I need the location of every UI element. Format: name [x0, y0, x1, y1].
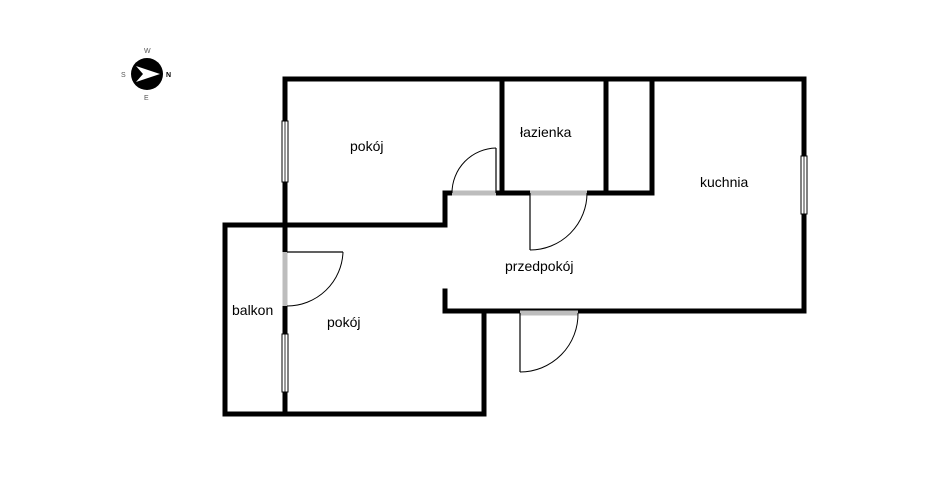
compass-arrow-icon: [136, 66, 160, 82]
room-label-przedpokoj: przedpokój: [505, 258, 574, 274]
window-pokoj-top: [281, 120, 289, 183]
door-swings: [286, 147, 588, 373]
door-pokoj-top: [451, 147, 497, 194]
room-label-kuchnia: kuchnia: [700, 174, 748, 190]
compass: N S W E: [121, 48, 171, 102]
compass-south: S: [121, 72, 126, 79]
compass-east: E: [144, 95, 149, 102]
compass-north: N: [166, 72, 171, 79]
windows: [281, 120, 808, 393]
room-labels: pokój łazienka kuchnia przedpokój balkon…: [232, 124, 748, 330]
walls: [222, 76, 807, 417]
door-balkon: [286, 251, 344, 307]
door-lazienka: [529, 192, 588, 251]
room-label-pokoj-top: pokój: [350, 138, 383, 154]
window-kuchnia: [800, 155, 808, 215]
room-label-pokoj-bottom: pokój: [327, 314, 360, 330]
door-openings: [282, 190, 587, 316]
compass-west: W: [144, 48, 151, 55]
room-label-lazienka: łazienka: [520, 124, 572, 140]
window-pokoj-bottom: [281, 333, 289, 393]
room-label-balkon: balkon: [232, 302, 273, 318]
door-entrance: [519, 312, 579, 373]
